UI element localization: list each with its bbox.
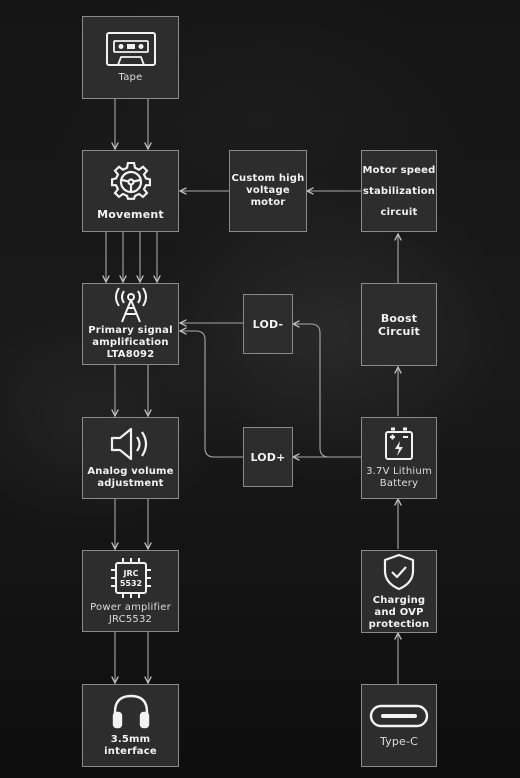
interface-label: 3.5mm interface [104,734,157,757]
charging-node: Charging and OVP protection [361,550,437,633]
primary-amplification-label: Primary signal amplification LTA8092 [88,325,173,360]
power-amplifier-label: Power amplifier JRC5532 [90,601,171,625]
lod-minus-node: LOD- [243,294,293,354]
power-amplifier-node: JRC 5532 Power amplifier JRC5532 [82,550,179,632]
battery-label: 3.7V Lithium Battery [366,465,432,489]
motor-node: Custom high voltage motor [229,150,307,232]
motor-label: Custom high voltage motor [231,173,305,208]
chip-icon: JRC 5532 [110,557,151,598]
tape-label: Tape [118,71,143,83]
battery-icon [385,427,413,460]
shield-check-icon [383,553,415,590]
antenna-icon [114,287,147,323]
speaker-icon [110,427,147,460]
typec-label: Type-C [379,734,419,748]
typec-node: Type-C [361,684,437,767]
lod-plus-node: LOD+ [243,427,293,487]
cassette-icon [105,31,156,66]
chip-text-line2: 5532 [119,579,141,588]
lod-minus-label: LOD- [252,317,284,331]
interface-node: 3.5mm interface [82,684,179,767]
tape-node: Tape [82,16,179,99]
movement-label: Movement [97,207,164,221]
gear-icon [110,161,151,200]
arrow-lodplus-primary [180,331,243,458]
lod-plus-label: LOD+ [250,450,286,464]
usb-c-icon [369,704,429,727]
chip-text-line1: JRC [122,569,138,578]
speed-stabilization-node: Motor speed stabilization circuit [361,150,437,232]
boost-circuit-label: Boost Circuit [377,311,421,338]
movement-node: Movement [82,150,179,232]
boost-circuit-node: Boost Circuit [361,283,437,366]
speed-stabilization-label: Motor speed stabilization circuit [362,164,436,218]
charging-label: Charging and OVP protection [368,594,430,630]
battery-node: 3.7V Lithium Battery [361,417,437,499]
volume-node: Analog volume adjustment [82,417,179,499]
primary-amplification-node: Primary signal amplification LTA8092 [82,283,179,365]
volume-label: Analog volume adjustment [87,465,174,489]
arrow-battery-lodminus [293,324,361,458]
headphones-icon [112,694,149,729]
